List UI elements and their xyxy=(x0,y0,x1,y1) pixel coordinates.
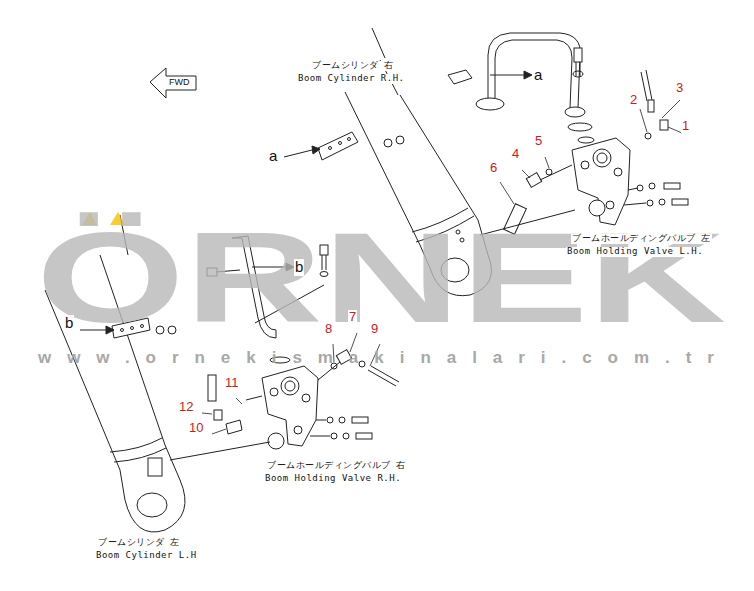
callout-number: 7 xyxy=(348,310,357,324)
part-name: ブームホールディングバルブ 右 xyxy=(266,461,407,471)
forward-arrow xyxy=(150,68,196,98)
hose-a xyxy=(448,33,594,143)
callout-number: 6 xyxy=(489,161,498,175)
callout-number: 2 xyxy=(629,93,638,107)
callout-number: 8 xyxy=(324,322,333,336)
valve-rh xyxy=(170,350,399,460)
part-name: Boom Holding Valve L.H. xyxy=(566,247,704,257)
reference-letter: a xyxy=(268,148,278,165)
callout-number: 11 xyxy=(224,376,240,390)
part-name: Boom Cylinder R.H. xyxy=(297,74,406,84)
callout-number: 9 xyxy=(370,322,379,336)
callout-number: 5 xyxy=(534,134,543,148)
callout-number: 12 xyxy=(178,400,194,414)
part-name: Boom Holding Valve R.H. xyxy=(264,474,402,484)
valve-lh xyxy=(480,70,688,235)
reference-letter: b xyxy=(294,259,304,276)
watermark-url: www.ornekismakinalari.com.tr xyxy=(38,349,730,366)
callout-number: 1 xyxy=(681,119,690,133)
reference-letter: b xyxy=(64,315,74,332)
callout-number: 3 xyxy=(675,81,684,95)
part-name: ブームホールディングバルブ 左 xyxy=(571,234,712,244)
part-name: Boom Cylinder L.H xyxy=(95,551,198,561)
direction-mark: FWD xyxy=(169,78,190,88)
callout-number: 10 xyxy=(188,421,204,435)
reference-letter: a xyxy=(533,67,543,84)
part-name: ブームシリンダ 左 xyxy=(97,538,181,548)
callout-number: 4 xyxy=(511,147,520,161)
part-name: ブームシリンダ 右 xyxy=(311,61,395,71)
